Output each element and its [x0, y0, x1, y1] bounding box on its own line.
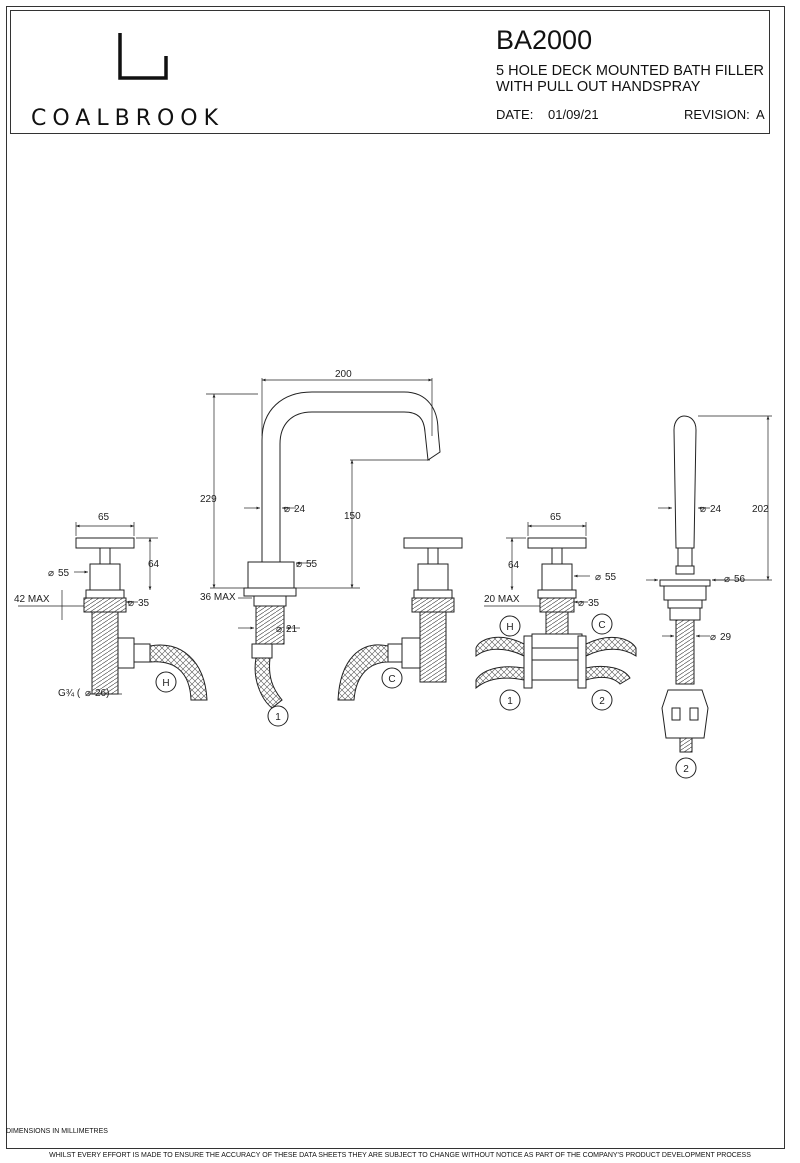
- revision-label: REVISION:: [684, 107, 750, 122]
- description-line-1: 5 HOLE DECK MOUNTED BATH FILLER: [496, 63, 765, 79]
- dim-thread: G¾ (: [58, 688, 81, 699]
- dia-symbol-icon: ⌀: [128, 598, 134, 609]
- dia-symbol-icon: ⌀: [724, 574, 730, 585]
- dim-diverter-shank-dia: 35: [588, 598, 600, 609]
- dim-spout-height: 229: [200, 494, 217, 505]
- dia-symbol-icon: ⌀: [85, 688, 91, 699]
- spout-drawing: [243, 391, 441, 709]
- dim-hot-handle-width: 65: [98, 512, 110, 523]
- units-note: DIMENSIONS IN MILLIMETRES: [6, 1128, 108, 1135]
- dia-symbol-icon: ⌀: [296, 559, 302, 570]
- label-diverter-cold: C: [598, 620, 605, 631]
- dia-symbol-icon: ⌀: [700, 504, 706, 515]
- callout-diverter-hot: [499, 615, 521, 637]
- dia-symbol-icon: ⌀: [710, 632, 716, 643]
- product-code: BA2000: [496, 25, 593, 55]
- dim-spout-shank-dia: 21: [286, 624, 298, 635]
- dimension-labels: 200 229 150 ⌀ 24 ⌀ 55 36 MAX ⌀ 21 65 64 …: [14, 369, 769, 699]
- label-diverter-hot: H: [506, 622, 513, 633]
- label-conn1: 1: [275, 712, 281, 723]
- label-diverter-conn1: 1: [507, 696, 513, 707]
- dim-handspray-shank-dia: 29: [720, 632, 732, 643]
- description-line-2: WITH PULL OUT HANDSPRAY: [496, 79, 701, 95]
- hot-valve-drawing: [75, 537, 208, 701]
- dia-symbol-icon: ⌀: [578, 598, 584, 609]
- dim-diverter-height: 64: [508, 560, 520, 571]
- dim-handspray-height: 202: [752, 504, 769, 515]
- title-block: COALBROOK BA2000 5 HOLE DECK MOUNTED BAT…: [10, 10, 770, 134]
- dim-spout-deck-max: 36 MAX: [200, 592, 236, 603]
- dim-hot-shank-dia: 35: [138, 598, 150, 609]
- dim-spout-outlet-height: 150: [344, 511, 361, 522]
- revision-value: A: [756, 107, 765, 122]
- dim-hot-deck-max: 42 MAX: [14, 594, 50, 605]
- dia-symbol-icon: ⌀: [284, 504, 290, 515]
- dim-spout-dia: 24: [294, 504, 306, 515]
- disclaimer: WHILST EVERY EFFORT IS MADE TO ENSURE TH…: [49, 1152, 751, 1159]
- handspray-drawing: [659, 415, 711, 753]
- callout-spout-1: [267, 705, 289, 727]
- label-cold: C: [388, 674, 395, 685]
- date-label: DATE:: [496, 107, 534, 122]
- label-diverter-conn2: 2: [599, 696, 605, 707]
- dimension-lines: [18, 378, 772, 695]
- callout-hot-valve: [155, 671, 177, 693]
- drawing-sheet: [6, 6, 785, 1149]
- dim-thread-dia: 26): [95, 688, 109, 699]
- label-hot: H: [162, 678, 169, 689]
- callout-cold-valve: [381, 667, 403, 689]
- dim-diverter-deck-max: 20 MAX: [484, 594, 520, 605]
- dia-symbol-icon: ⌀: [595, 572, 601, 583]
- dia-symbol-icon: ⌀: [48, 568, 54, 579]
- brand-name: COALBROOK: [31, 106, 225, 131]
- dia-symbol-icon: ⌀: [276, 624, 282, 635]
- dim-diverter-base-dia: 55: [605, 572, 617, 583]
- cold-valve-drawing: [337, 537, 463, 701]
- diverter-drawing: [475, 537, 637, 690]
- product-description: 5 HOLE DECK MOUNTED BATH FILLER WITH PUL…: [496, 63, 764, 95]
- dim-handspray-dia: 24: [710, 504, 722, 515]
- dim-hot-valve-height: 64: [148, 559, 160, 570]
- dim-diverter-handle-width: 65: [550, 512, 562, 523]
- callout-diverter-1: [499, 689, 521, 711]
- callout-labels: H 1 C H C 1 2 2: [162, 620, 689, 775]
- callout-diverter-cold: [591, 613, 613, 635]
- dim-spout-base-dia: 55: [306, 559, 318, 570]
- dim-spout-reach: 200: [335, 369, 352, 380]
- coalbrook-logo-icon: [118, 33, 168, 80]
- dim-handspray-base-dia: 56: [734, 574, 746, 585]
- callout-handspray-2: [675, 757, 697, 779]
- callout-diverter-2: [591, 689, 613, 711]
- date-value: 01/09/21: [548, 107, 599, 122]
- label-handspray-conn2: 2: [683, 764, 689, 775]
- dim-hot-base-dia: 55: [58, 568, 70, 579]
